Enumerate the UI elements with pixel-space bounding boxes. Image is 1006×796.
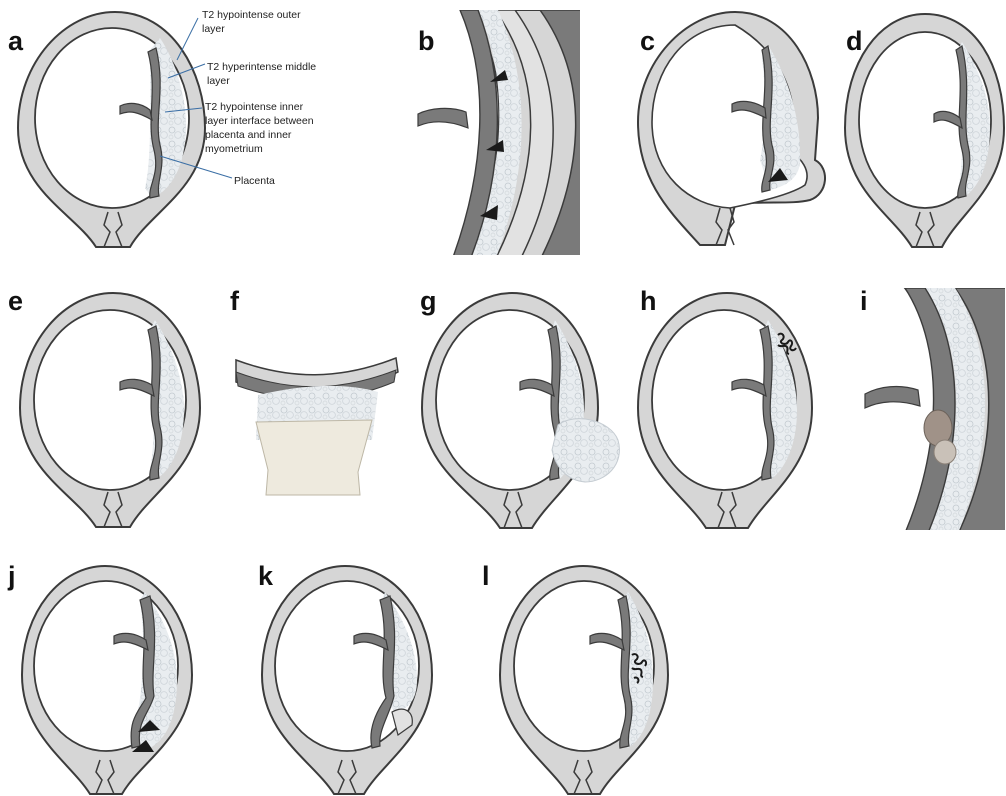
panel-d: d [845,14,1004,247]
annotation-inner-layer: T2 hypointense inner layer interface bet… [205,101,317,155]
panel-label: g [420,286,437,316]
panel-label: j [7,561,16,591]
panel-c: c [638,12,825,245]
uterus-diagram [638,293,812,528]
annotation-middle-layer: T2 hyperintense middle layer [207,61,319,87]
panel-label: i [860,286,868,316]
uterus-diagram [20,293,200,527]
panel-label: e [8,286,23,316]
panel-i: i [860,286,1006,540]
panel-label: k [258,561,274,591]
panel-label: l [482,561,490,591]
annotation-outer-layer: T2 hypointense outer layer [202,9,304,35]
panel-label: b [418,26,435,56]
panel-label: h [640,286,657,316]
cervix-section [236,358,398,495]
panel-h: h [638,286,812,528]
panel-k: k [258,561,432,794]
cervix-fill [256,420,372,495]
panel-label: a [8,26,24,56]
panel-f: f [230,286,398,495]
panel-b: b [418,10,600,260]
zoomed-wall [418,10,600,260]
panel-g: g [420,286,619,528]
panel-label: c [640,26,655,56]
uterus-diagram [638,12,825,245]
uterus-diagram [845,14,1004,247]
uterus-diagram [422,293,619,528]
uterus-diagram [500,566,668,794]
annotation-placenta: Placenta [234,175,275,187]
panel-label: f [230,286,240,316]
zoomed-wall [865,288,1006,540]
panel-e: e [8,286,200,527]
panel-label: d [846,26,863,56]
uterus-diagram [262,566,432,794]
panel-j: j [7,561,192,794]
panel-a: a T2 hypointense outer layer T2 hyperint… [8,9,319,247]
uterus-diagram [18,12,205,247]
uterus-diagram [22,566,192,794]
panel-l: l [482,561,668,794]
